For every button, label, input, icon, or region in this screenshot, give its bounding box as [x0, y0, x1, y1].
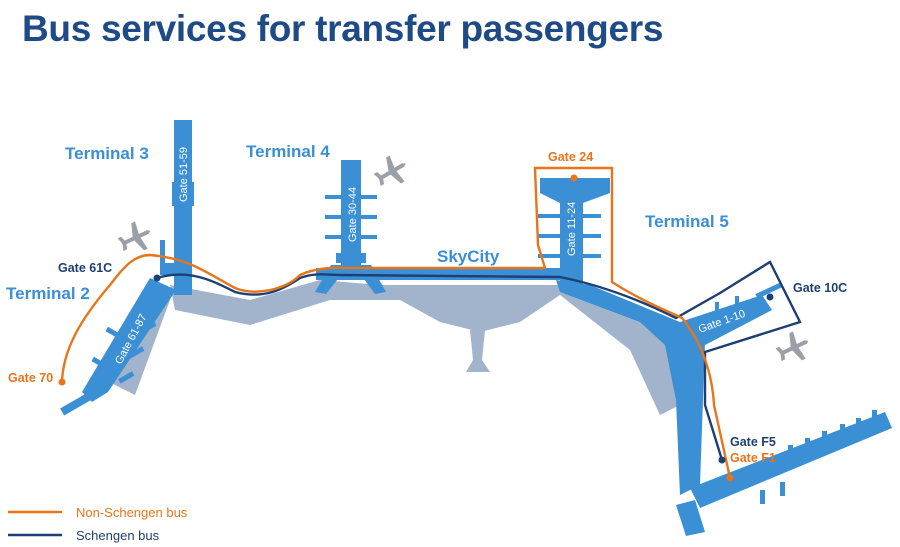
skycity-label: SkyCity — [437, 247, 500, 266]
terminal-5-main — [556, 280, 705, 495]
gate-f5-marker — [718, 456, 726, 464]
gate-24-marker — [570, 174, 578, 182]
pier-terminal-3 — [174, 120, 192, 295]
terminal-5-label: Terminal 5 — [645, 212, 729, 231]
legend-non-schengen-label: Non-Schengen bus — [76, 505, 188, 520]
gate-61c-marker — [153, 274, 161, 282]
gate-f1-marker — [726, 474, 734, 482]
schengen-bus-route — [156, 260, 802, 461]
legend: Non-Schengen bus Schengen bus — [8, 505, 188, 543]
airplane-icon-terminal-4 — [373, 155, 406, 187]
gate-f5-label: Gate F5 — [730, 435, 776, 449]
gate-70-label: Gate 70 — [8, 371, 53, 385]
legend-schengen-label: Schengen bus — [76, 528, 160, 543]
pier-terminal-4 — [341, 160, 361, 268]
airplane-icon-terminal-5 — [775, 331, 809, 362]
pier-11-24-label: Gate 11-24 — [566, 202, 578, 256]
gate-10c-marker — [766, 293, 774, 301]
gate-61c-label: Gate 61C — [58, 261, 112, 275]
airplane-icon-terminal-2 — [117, 221, 151, 252]
gate-70-marker — [58, 378, 66, 386]
gate-f1-label: Gate F1 — [730, 451, 776, 465]
gate-24-label: Gate 24 — [548, 150, 593, 164]
terminal-4-label: Terminal 4 — [246, 142, 330, 161]
pier-30-44-label: Gate 30-44 — [347, 187, 359, 242]
non-schengen-bus-route — [60, 166, 732, 479]
pier-11-24 — [540, 178, 610, 285]
gate-10c-label: Gate 10C — [793, 281, 847, 295]
pier-terminal-2 — [82, 278, 176, 402]
terminal-buildings-blue — [60, 120, 892, 536]
terminal-2-label: Terminal 2 — [6, 284, 90, 303]
terminal-3-label: Terminal 3 — [65, 144, 149, 163]
pier-1-10 — [680, 295, 772, 345]
pier-51-59-label: Gate 51-59 — [178, 147, 190, 202]
page-title: Bus services for transfer passengers — [22, 8, 664, 49]
